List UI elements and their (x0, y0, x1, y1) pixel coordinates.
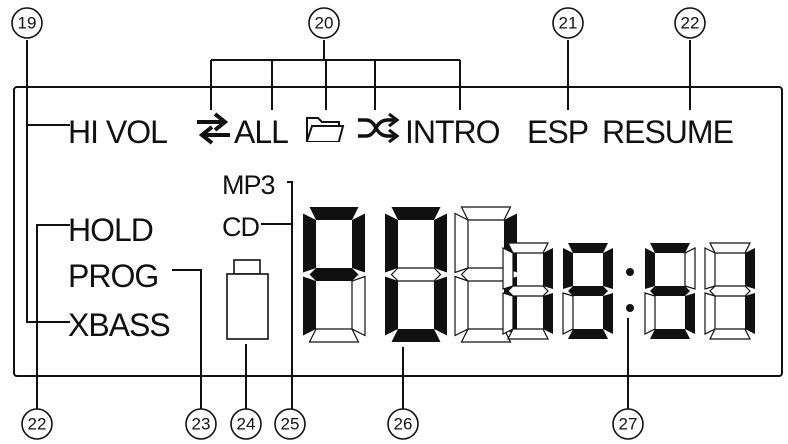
intro-indicator: INTRO (405, 114, 500, 150)
time-digit-2-segment-d (568, 329, 608, 339)
callout-25: 25 (274, 408, 306, 440)
prog-indicator: PROG (68, 258, 158, 294)
time-digit-3-segment-e (644, 292, 656, 335)
track-digit-2-segment-e (385, 276, 398, 336)
track-digit-1-segment-f (303, 213, 316, 273)
hi-vol-indicator: HI VOL (68, 114, 167, 150)
callout-24: 24 (230, 408, 262, 440)
track-digit-1-segment-c (351, 275, 366, 337)
callout-27: 27 (612, 408, 644, 440)
svg-text:20: 20 (315, 14, 334, 33)
svg-text:22: 22 (681, 14, 700, 33)
time-digit-2-segment-a (568, 243, 608, 253)
hold-indicator: HOLD (68, 212, 153, 248)
time-digit-2 (562, 243, 613, 339)
time-digit-2-segment-b (603, 248, 613, 289)
time-digit-1-segment-d (507, 328, 549, 340)
track-digit-2 (385, 207, 447, 342)
time-digit-4-segment-g (709, 285, 751, 297)
time-digit-3-segment-d (650, 329, 690, 339)
track-digit-2-segment-g (390, 267, 442, 282)
time-digit-3-segment-c (685, 293, 695, 334)
track-digit-2-segment-c (434, 276, 447, 336)
svg-text:22: 22 (28, 415, 47, 434)
battery-icon (226, 259, 269, 340)
track-digit-3-segment-a (460, 206, 512, 221)
callout-21: 21 (552, 7, 584, 39)
svg-text:25: 25 (281, 415, 300, 434)
track-digit-2-segment-d (391, 329, 441, 342)
track-digit-3-segment-f (454, 212, 469, 274)
cd-indicator: CD (222, 212, 259, 242)
svg-text:24: 24 (237, 415, 256, 434)
time-digit-4-segment-a (709, 242, 751, 254)
xbass-indicator: XBASS (68, 307, 170, 343)
time-digit-1-segment-g (507, 285, 549, 297)
all-indicator: ALL (234, 114, 288, 150)
esp-indicator: ESP (527, 114, 588, 150)
time-digit-4-segment-c (745, 293, 755, 334)
time-digit-4 (704, 242, 755, 340)
time-digit-3-segment-b (684, 247, 696, 290)
time-digit-1-segment-a (507, 242, 549, 254)
time-digit-2-segment-e (562, 292, 574, 335)
time-digit-4-segment-e (704, 292, 716, 335)
track-digit-2-segment-b (434, 213, 447, 273)
time-digit-2-segment-c (603, 293, 613, 334)
time-digit-3-segment-f (645, 248, 655, 289)
track-digit-1-segment-e (303, 276, 316, 336)
shuffle-icon (358, 112, 400, 144)
time-digit-1-segment-c (543, 293, 553, 334)
time-digit-4-segment-f (704, 247, 716, 290)
time-digit-1-segment-e (502, 292, 514, 335)
track-digit-1 (303, 207, 366, 343)
callout-23: 23 (185, 408, 217, 440)
mp3-indicator: MP3 (222, 170, 275, 200)
time-digit-4-segment-b (745, 248, 755, 289)
segment-display (303, 206, 755, 343)
track-digit-2-segment-f (385, 213, 398, 273)
time-digit-3 (644, 243, 696, 339)
svg-text:23: 23 (192, 415, 211, 434)
time-digit-3-segment-a (650, 243, 690, 253)
svg-text:19: 19 (18, 14, 37, 33)
leader-lines (26, 40, 691, 418)
track-digit-1-segment-a (309, 207, 359, 220)
track-digit-1-segment-d (308, 328, 360, 343)
lcd-frame (13, 86, 783, 377)
track-digit-1-segment-b (352, 213, 365, 273)
callout-20: 20 (308, 7, 340, 39)
track-digit-2-segment-a (391, 207, 441, 220)
time-digit-1-segment-f (502, 247, 514, 290)
svg-text:21: 21 (559, 14, 578, 33)
time-digit-3-segment-g (650, 286, 690, 296)
time-digit-1-segment-b (543, 248, 553, 289)
time-digit-4-segment-d (709, 328, 751, 340)
folder-icon (306, 117, 345, 142)
time-colon (626, 268, 634, 312)
track-digit-3-segment-d (460, 328, 512, 343)
time-digit-2-segment-g (568, 286, 608, 296)
callout-22-top: 22 (674, 7, 706, 39)
track-digit-1-segment-g (309, 268, 359, 281)
resume-indicator: RESUME (602, 114, 733, 150)
time-digit-2-segment-f (563, 248, 573, 289)
time-digit-1 (502, 242, 553, 340)
callout-19: 19 (11, 7, 43, 39)
callout-22-bottom: 22 (21, 408, 53, 440)
repeat-icon (197, 112, 230, 145)
track-digit-3-segment-e (454, 275, 469, 337)
svg-text:27: 27 (619, 415, 638, 434)
svg-text:26: 26 (394, 415, 413, 434)
callout-26: 26 (387, 408, 419, 440)
